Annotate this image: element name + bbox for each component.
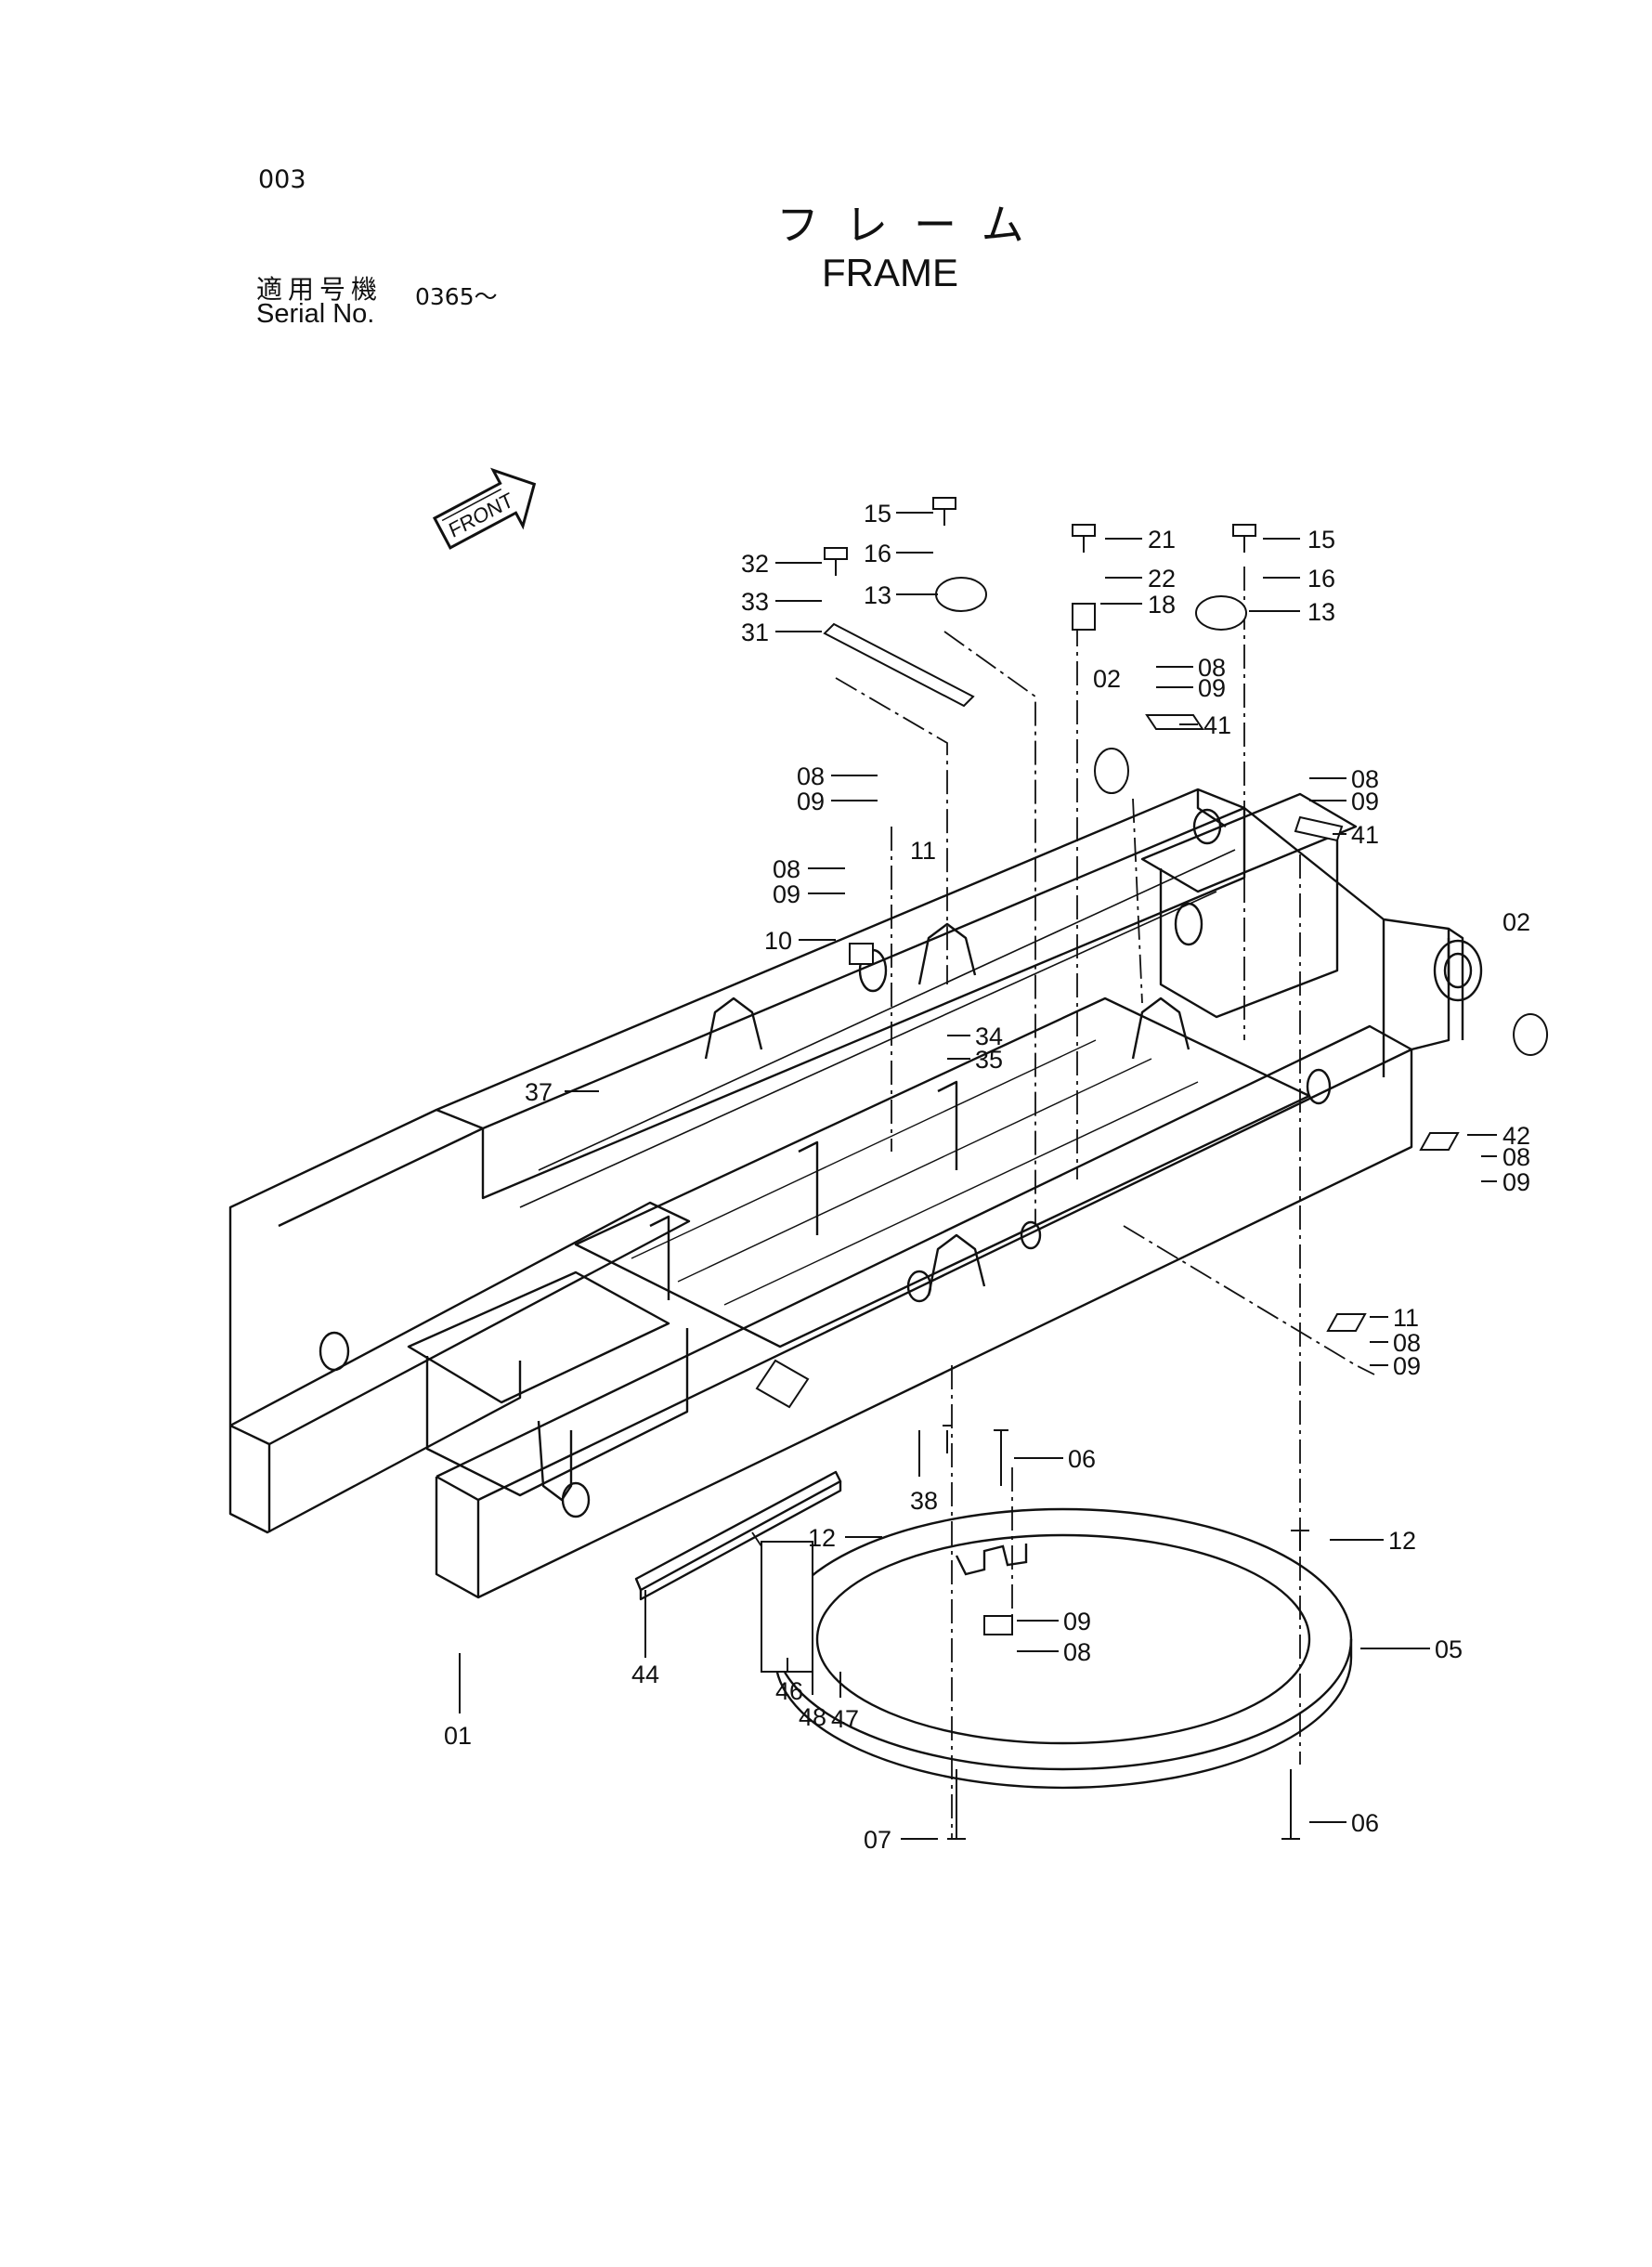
title-japanese: フレーム [776,200,1050,250]
callout-label: 16 [864,540,891,567]
callout-label: 12 [1388,1527,1416,1555]
callout-label: 09 [1063,1608,1091,1635]
part-icons [755,497,1549,1840]
callout-label: 44 [631,1661,659,1688]
callout-label: 06 [1068,1445,1096,1473]
serial-label-japanese: 適用号機 [256,274,384,305]
callout-label: 48 [799,1703,826,1731]
callout-label: 09 [1393,1352,1421,1380]
callout-label: 08 [1063,1638,1091,1666]
callout-label: 09 [797,788,825,815]
callout-label: 09 [1351,788,1379,815]
callout-label: 46 [775,1677,803,1705]
callout-label: 33 [741,588,769,616]
callout-label: 15 [864,500,891,528]
serial-value: 0365～ [415,283,498,310]
callout-label: 22 [1148,565,1176,593]
callout-label: 13 [1307,598,1335,626]
callout-label: 13 [864,581,891,609]
callout-label: 31 [741,619,769,646]
callout-label: 05 [1435,1635,1463,1663]
callout-label: 02 [1502,908,1530,936]
callout-label: 09 [1502,1168,1530,1196]
callout-label: 07 [864,1826,891,1854]
callout-label: 08 [1393,1329,1421,1357]
main-frame [228,788,1483,1601]
callout-label: 12 [808,1524,836,1552]
callout-label: 41 [1351,821,1379,849]
callout-label: 08 [773,855,800,883]
callout-label: 16 [1307,565,1335,593]
callout-label: 18 [1148,591,1176,619]
front-arrow: FRONT [432,467,537,550]
callout-label: 08 [797,762,825,790]
callout-label: 37 [525,1078,553,1106]
swing-bearing [774,1507,1353,1790]
page-number: 003 [258,165,306,194]
callout-label: 09 [1198,674,1226,702]
callout-label: 11 [910,837,936,865]
callout-label: 32 [741,550,769,578]
callout-label: 08 [1502,1143,1530,1171]
callout-label: 11 [1393,1304,1419,1332]
callout-label: 06 [1351,1809,1379,1837]
callout-label: 34 [975,1023,1003,1050]
callout-label: 02 [1093,665,1121,693]
callout-label: 08 [1351,765,1379,793]
callout-label: 15 [1307,526,1335,554]
serial-label-english: Serial No. [256,299,375,329]
callout-label: 10 [764,927,792,955]
callout-label: 09 [773,880,800,908]
callout-label: 38 [910,1487,938,1515]
callout-label: 21 [1148,526,1176,554]
callout-label: 08 [1198,654,1226,682]
callout-labels [459,512,1497,1840]
title-english: FRAME [822,251,958,294]
callout-numbers: 15 16 13 32 33 31 21 22 18 15 16 13 08 0… [444,500,1530,1854]
callout-label: 42 [1502,1122,1530,1150]
callout-label: 47 [831,1705,859,1733]
callout-label: 41 [1203,711,1231,739]
callout-label: 35 [975,1046,1003,1074]
callout-label: 01 [444,1722,472,1750]
